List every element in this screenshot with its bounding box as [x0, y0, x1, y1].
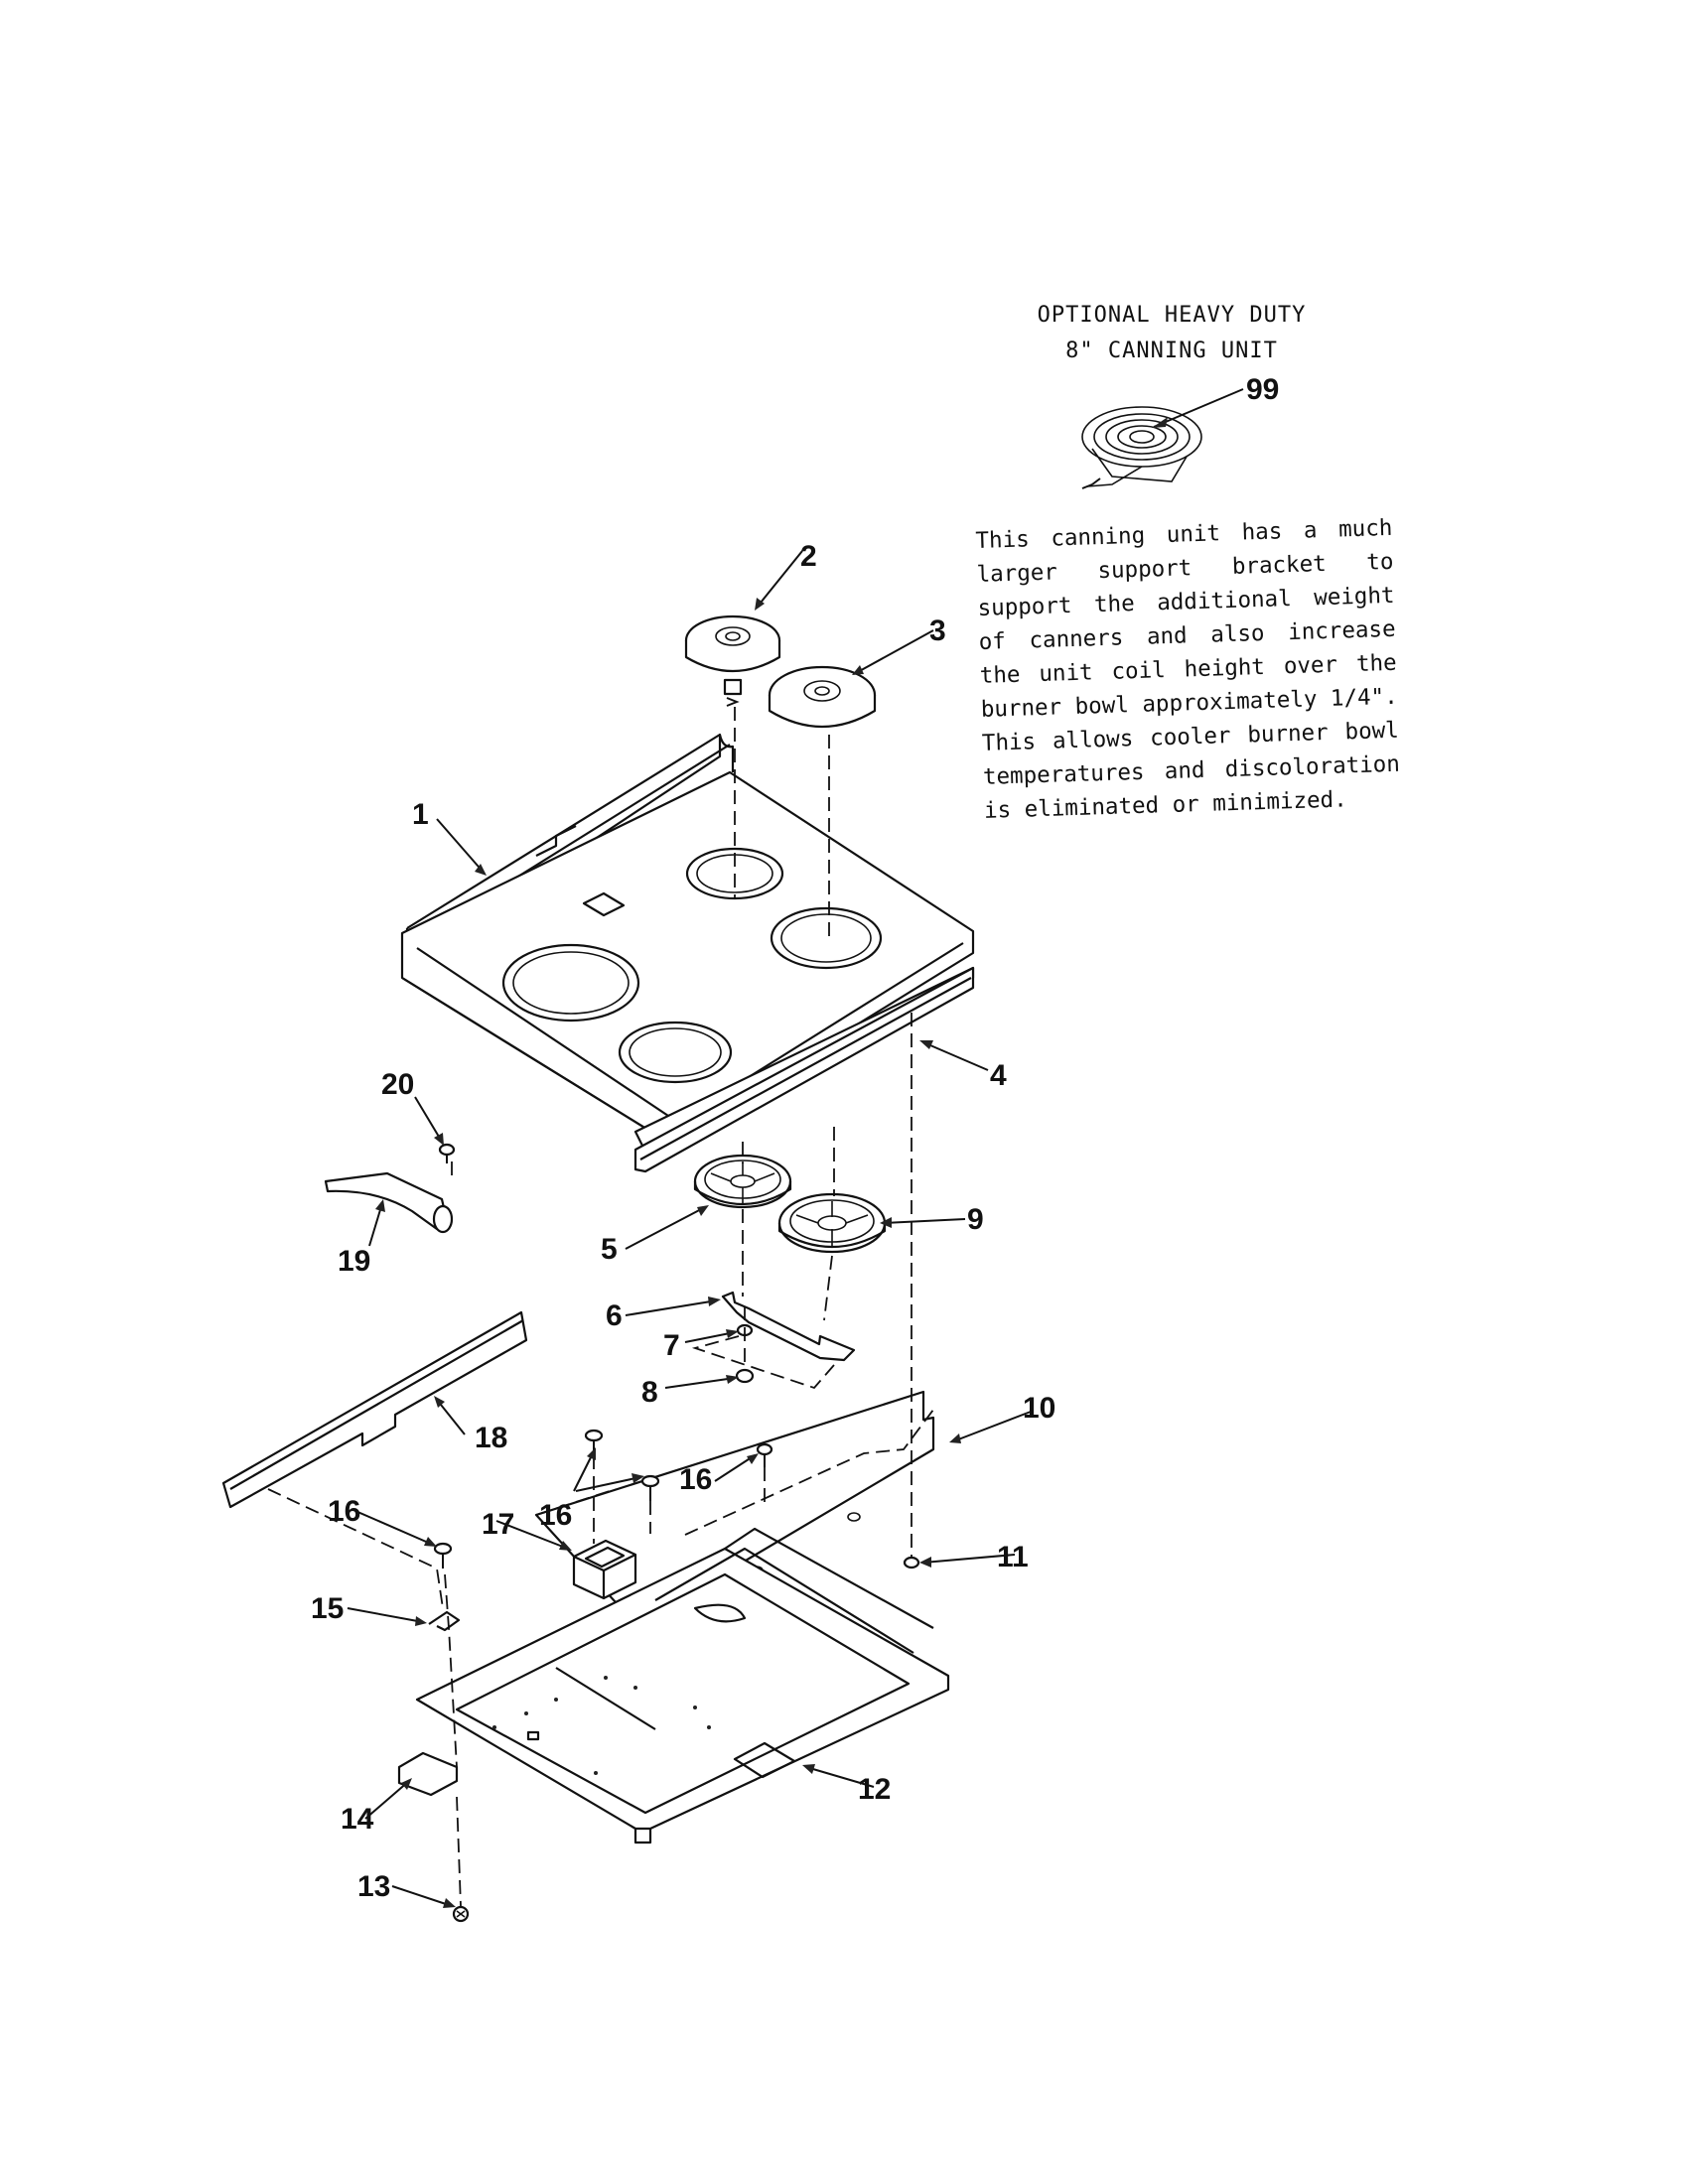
callout-19: 19 — [338, 1245, 370, 1278]
callout-5: 5 — [601, 1233, 618, 1266]
callout-10: 10 — [1023, 1392, 1055, 1425]
small-bracket — [397, 1751, 459, 1797]
callout-6: 6 — [606, 1299, 623, 1332]
callout-9: 9 — [967, 1203, 984, 1236]
callout-2: 2 — [800, 540, 817, 573]
cooktop-main-top — [400, 733, 975, 1154]
callout-7: 7 — [663, 1329, 680, 1362]
retainer-nut — [735, 1368, 755, 1384]
base-pan — [415, 1527, 950, 1844]
screw-16-c — [756, 1442, 773, 1467]
callout-16: 16 — [679, 1463, 712, 1496]
screw-16-b — [640, 1474, 660, 1501]
screw-11 — [903, 1556, 920, 1570]
callout-16: 16 — [328, 1495, 360, 1528]
spring-wire — [324, 1171, 454, 1234]
callout-18: 18 — [475, 1422, 507, 1454]
drip-bowl-large — [777, 1192, 887, 1254]
support-bracket — [721, 1291, 856, 1362]
surface-unit-small — [684, 614, 781, 707]
callout-15: 15 — [311, 1592, 344, 1625]
callout-11: 11 — [997, 1541, 1029, 1573]
canning-title-line-2: 8" CANNING UNIT — [1065, 339, 1278, 363]
callout-17: 17 — [482, 1508, 514, 1541]
leader-lines — [347, 550, 1032, 1908]
callout-13: 13 — [357, 1870, 390, 1903]
screw-13 — [452, 1905, 470, 1923]
wire-clip — [428, 1610, 461, 1632]
callout-1: 1 — [412, 798, 429, 831]
callout-3: 3 — [929, 614, 946, 647]
front-rail — [221, 1310, 528, 1509]
callout-99: 99 — [1246, 373, 1279, 406]
screw-16-d — [433, 1542, 453, 1569]
surface-unit-large — [768, 665, 877, 728]
callout-4: 4 — [990, 1059, 1007, 1092]
callout-12: 12 — [858, 1773, 891, 1806]
screw-20 — [438, 1143, 456, 1163]
assembly-lines — [267, 707, 934, 1907]
callout-14: 14 — [341, 1803, 374, 1836]
callout-20: 20 — [381, 1068, 414, 1101]
callout-8: 8 — [641, 1376, 658, 1409]
drip-bowl-small — [693, 1154, 792, 1209]
canning-unit-title: OPTIONAL HEAVY DUTY 8" CANNING UNIT — [993, 298, 1350, 369]
canning-unit-coil — [1081, 406, 1202, 489]
terminal-block — [572, 1539, 637, 1600]
front-trim-strip — [633, 966, 975, 1173]
canning-title-line-1: OPTIONAL HEAVY DUTY — [1037, 303, 1307, 328]
callout-16: 16 — [539, 1499, 572, 1532]
leader-99 — [1153, 388, 1244, 428]
